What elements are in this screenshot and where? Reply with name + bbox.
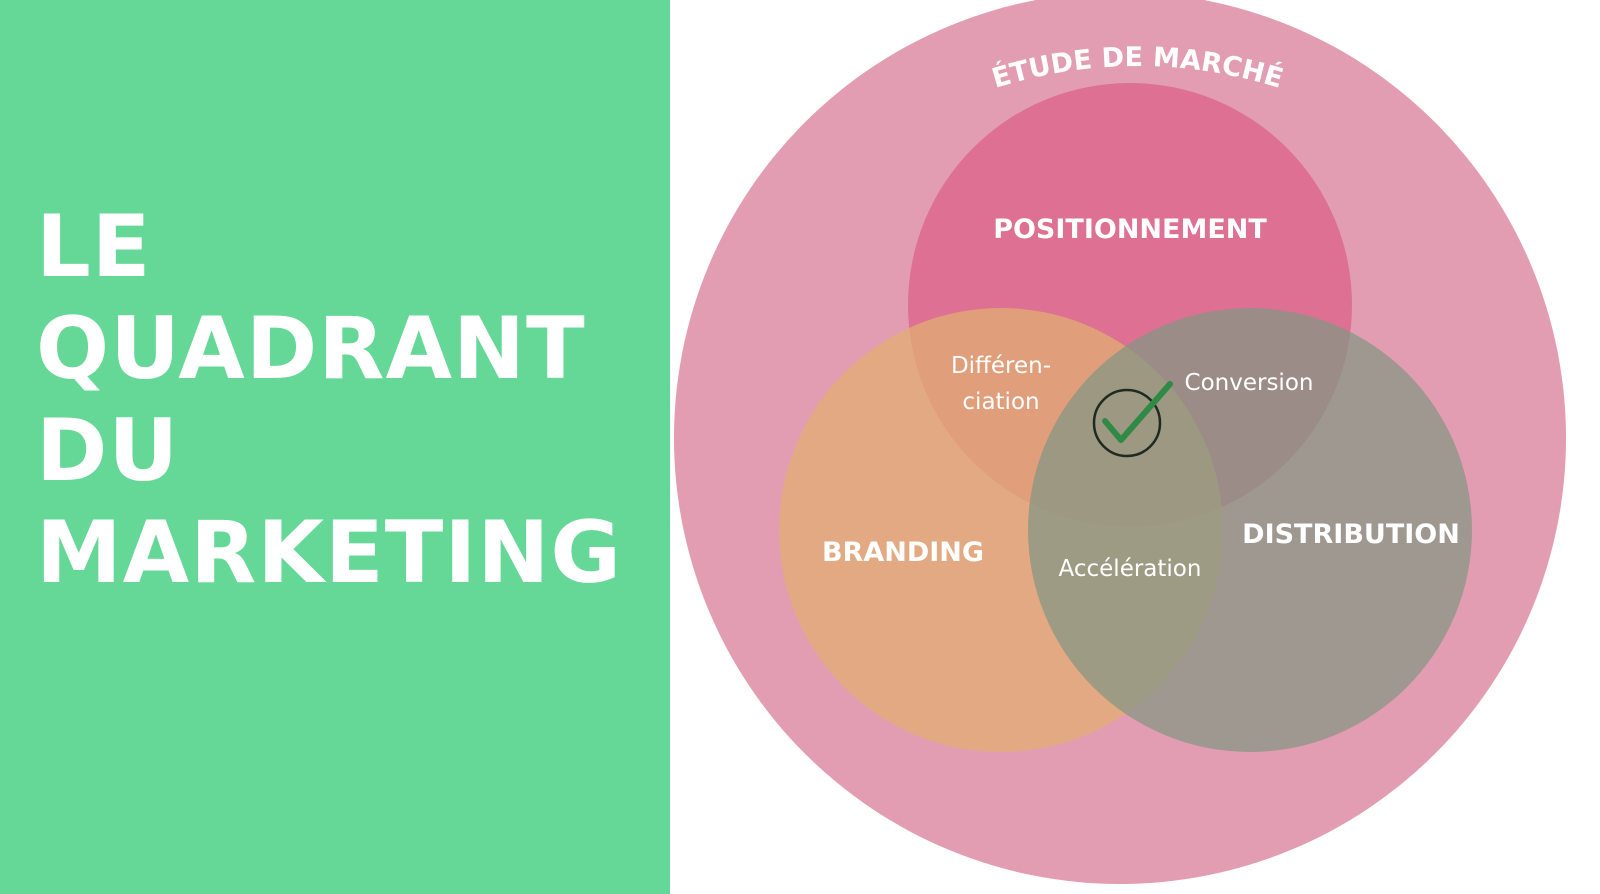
differenciation-label-line1: Différen- xyxy=(951,353,1051,379)
differenciation-label-line2: ciation xyxy=(962,389,1039,415)
title-line-2: QUADRANT xyxy=(36,299,586,399)
title-line-3: DU xyxy=(36,401,180,501)
acceleration-label: Accélération xyxy=(1059,556,1202,582)
title-line-4: MARKETING xyxy=(36,503,622,603)
slide-title: LE QUADRANT DU MARKETING xyxy=(36,196,622,604)
check-circle-icon xyxy=(1092,381,1173,458)
title-panel: LE QUADRANT DU MARKETING xyxy=(0,0,670,894)
conversion-label: Conversion xyxy=(1185,370,1314,396)
positionnement-label: POSITIONNEMENT xyxy=(993,214,1267,245)
distribution-label: DISTRIBUTION xyxy=(1242,519,1460,550)
branding-label: BRANDING xyxy=(822,537,984,568)
title-line-1: LE xyxy=(36,197,152,297)
